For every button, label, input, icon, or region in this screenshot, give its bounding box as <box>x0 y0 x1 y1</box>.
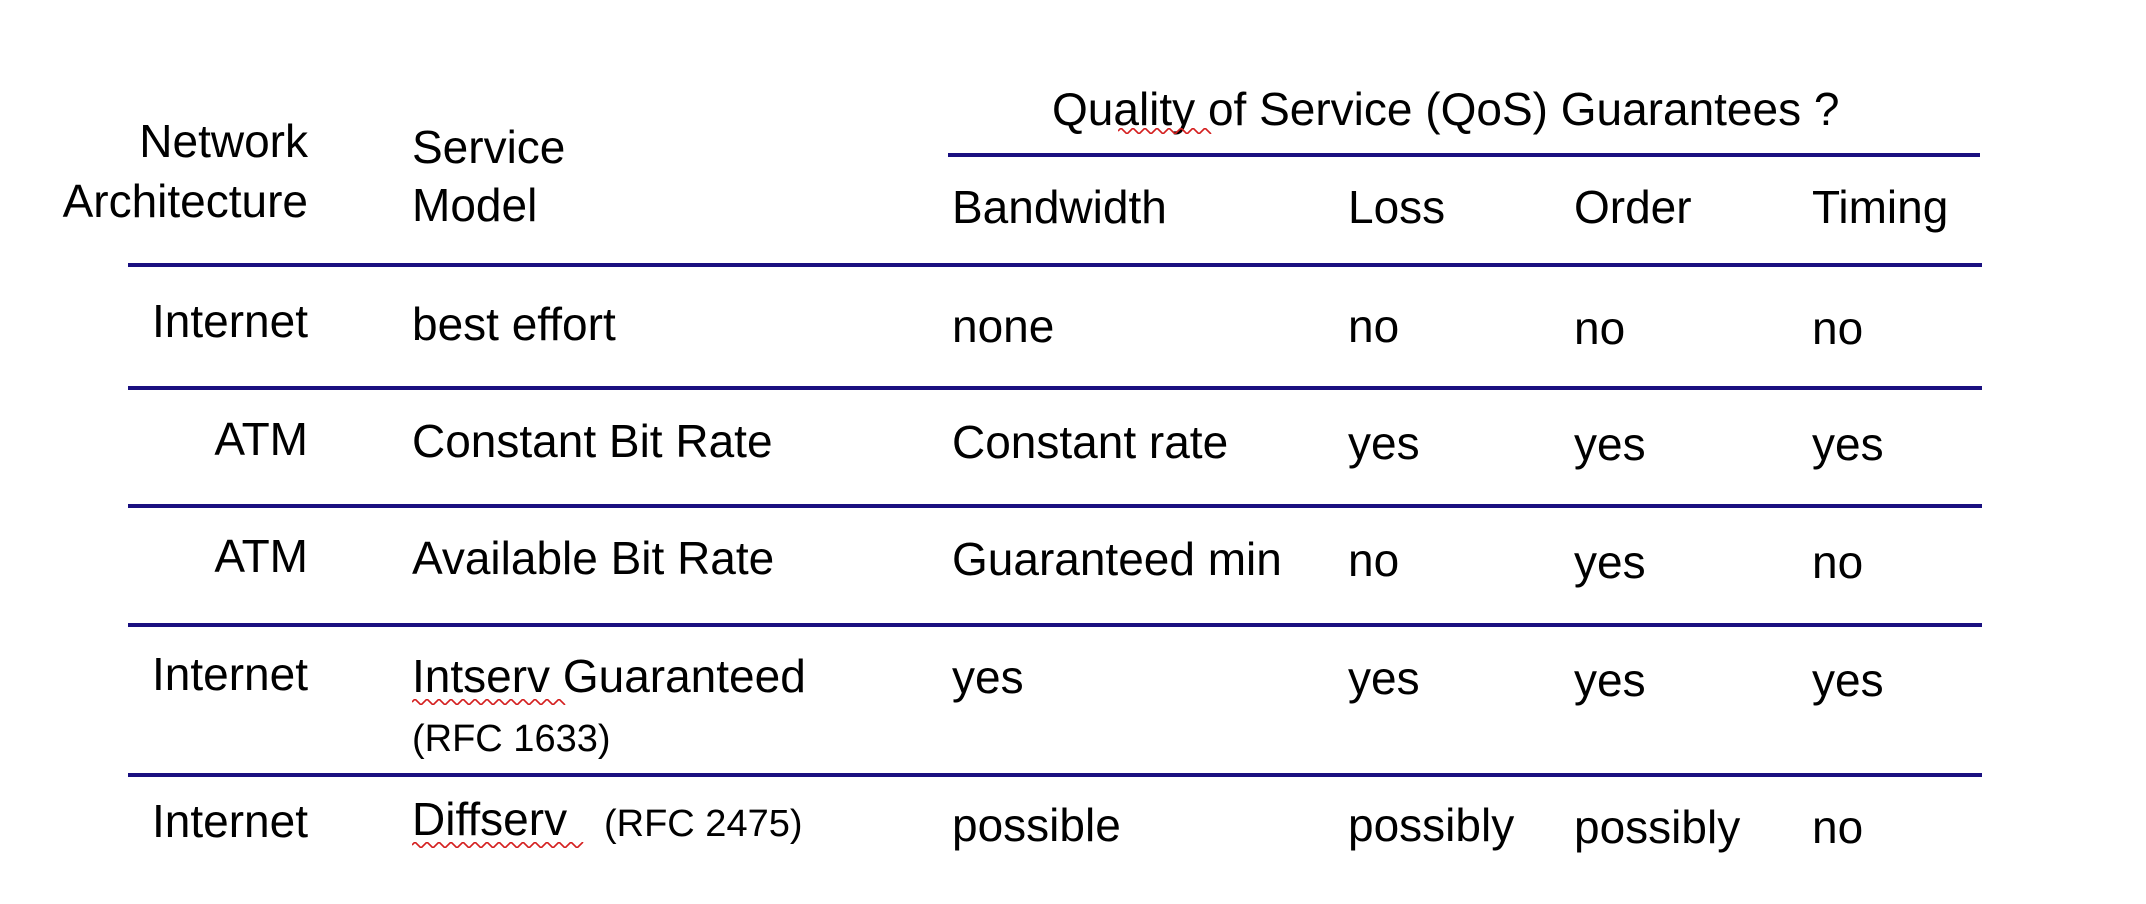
header-network-architecture-line1: Network <box>139 115 308 167</box>
row-order: yes <box>1574 536 1646 588</box>
header-network-architecture-line2: Architecture <box>62 175 308 227</box>
row-service-model: Diffserv <box>412 793 568 845</box>
row-rule <box>128 623 1982 627</box>
row-architecture: Internet <box>152 295 308 347</box>
row-bandwidth: possible <box>952 799 1121 851</box>
column-header-bandwidth: Bandwidth <box>952 181 1167 233</box>
row-order: yes <box>1574 418 1646 470</box>
row-bandwidth: none <box>952 300 1055 352</box>
header-service-model-line2: Model <box>412 179 538 231</box>
row-service-model-note: (RFC 2475) <box>604 803 803 845</box>
row-loss: yes <box>1348 417 1420 469</box>
row-order: no <box>1574 302 1626 354</box>
row-timing: no <box>1812 801 1864 853</box>
row-rule <box>128 386 1982 390</box>
row-timing: no <box>1812 536 1864 588</box>
row-loss: possibly <box>1348 799 1515 851</box>
header-rule <box>128 263 1982 267</box>
row-service-model-note: (RFC 1633) <box>412 718 611 760</box>
row-order: possibly <box>1574 801 1741 853</box>
row-order: yes <box>1574 654 1646 706</box>
spellcheck-underline <box>412 699 566 705</box>
row-bandwidth: Constant rate <box>952 416 1229 468</box>
row-service-model: Constant Bit Rate <box>412 415 773 467</box>
column-header-loss: Loss <box>1348 181 1446 233</box>
row-architecture: Internet <box>152 795 308 847</box>
row-bandwidth: Guaranteed min <box>952 533 1282 585</box>
row-bandwidth: yes <box>952 651 1024 703</box>
qos-group-rule <box>948 153 1980 157</box>
row-timing: yes <box>1812 418 1884 470</box>
row-service-model: Available Bit Rate <box>412 532 775 584</box>
column-header-order: Order <box>1574 181 1692 233</box>
row-architecture: ATM <box>214 413 308 465</box>
row-architecture: ATM <box>214 530 308 582</box>
row-service-model: Intserv Guaranteed <box>412 650 806 702</box>
row-rule <box>128 773 1982 777</box>
row-timing: no <box>1812 302 1864 354</box>
row-loss: yes <box>1348 652 1420 704</box>
row-timing: yes <box>1812 654 1884 706</box>
row-loss: no <box>1348 300 1400 352</box>
header-qos-guarantees: Quality of Service (QoS) Guarantees ? <box>1052 83 1840 135</box>
column-header-timing: Timing <box>1812 181 1949 233</box>
row-loss: no <box>1348 534 1400 586</box>
spellcheck-underline <box>1118 128 1212 134</box>
spellcheck-underline <box>412 842 584 848</box>
row-architecture: Internet <box>152 648 308 700</box>
header-service-model-line1: Service <box>412 121 566 173</box>
row-service-model: best effort <box>412 298 616 350</box>
row-rule <box>128 504 1982 508</box>
